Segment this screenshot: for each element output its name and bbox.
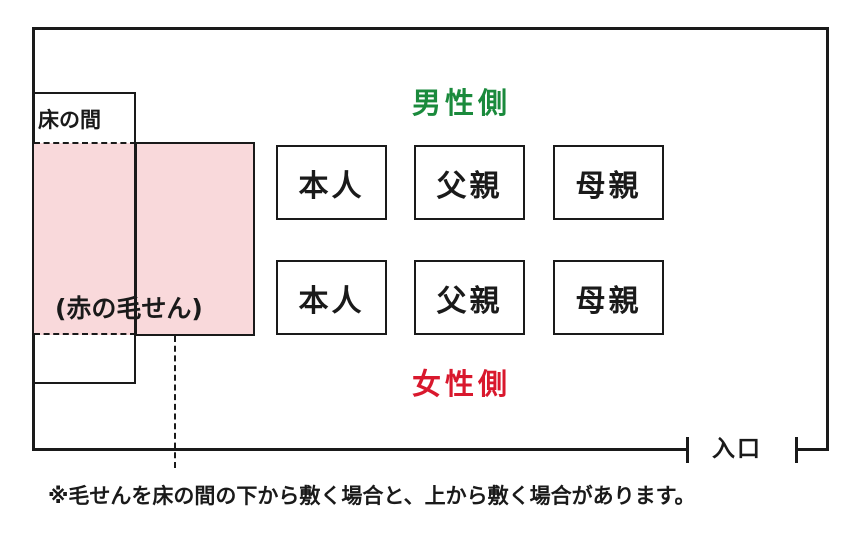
room-wall-bottom-right — [796, 448, 829, 451]
seat-women-mother: 母親 — [553, 260, 664, 335]
seat-men-father: 父親 — [414, 145, 525, 220]
carpet-dashed-edge-bottom — [34, 333, 136, 335]
seat-men-mother: 母親 — [553, 145, 664, 220]
room-wall-top — [32, 27, 829, 30]
seat-women-self: 本人 — [276, 260, 387, 335]
footnote: ※毛せんを床の間の下から敷く場合と、上から敷く場合があります。 — [48, 484, 696, 508]
women-side-label: 女性側 — [412, 367, 512, 401]
alcove-label: 床の間 — [38, 108, 101, 132]
carpet-dashed-edge-top — [34, 142, 136, 144]
entrance-label: 入口 — [712, 436, 762, 462]
room-wall-right — [826, 27, 829, 451]
entrance-marker-left — [686, 437, 689, 463]
men-side-label: 男性側 — [412, 86, 512, 120]
alcove — [32, 92, 136, 384]
entrance-marker-right — [795, 437, 798, 463]
carpet-label: (赤の毛せん) — [55, 294, 203, 323]
seat-women-father: 父親 — [414, 260, 525, 335]
red-carpet-fill — [33, 143, 254, 335]
red-carpet — [135, 142, 255, 336]
seat-men-self: 本人 — [276, 145, 387, 220]
room-wall-bottom-left — [32, 448, 687, 451]
note-leader-line — [174, 336, 176, 468]
